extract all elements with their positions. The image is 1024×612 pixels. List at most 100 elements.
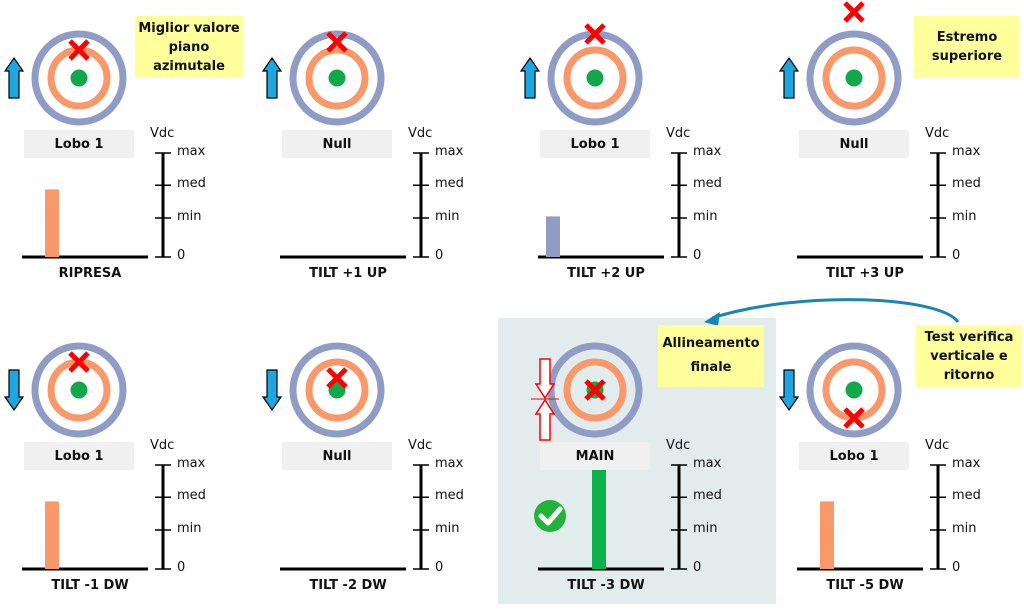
signal-bar <box>592 468 606 569</box>
axis-tick-label: max <box>177 144 206 159</box>
converge-arrows-icon <box>531 358 559 441</box>
axis-tick-label: med <box>177 488 206 504</box>
axis-tick-label: 0 <box>952 248 961 263</box>
tilt-up-arrow-icon <box>3 56 25 99</box>
tilt-down-arrow-icon <box>778 369 800 412</box>
axis-tick-label: med <box>693 176 722 192</box>
marker-x-icon <box>843 407 865 429</box>
axis-tick-label: max <box>952 456 981 471</box>
note-final-alignment: Allineamento finale <box>658 325 764 387</box>
center-dot <box>70 381 88 399</box>
axis-tick-label: min <box>952 521 977 536</box>
axis-unit-label: Vdc <box>925 126 950 141</box>
axis-tick-label: min <box>693 521 718 536</box>
axis-tick-label: 0 <box>177 248 186 263</box>
signal-bar <box>546 216 560 257</box>
tilt-caption: TILT +2 UP <box>567 266 645 281</box>
axis-tick-label: max <box>435 456 464 471</box>
signal-bar <box>45 501 59 569</box>
axis-tick-label: med <box>952 176 981 192</box>
inner-ring <box>305 358 369 422</box>
center-dot <box>845 381 863 399</box>
panel-graphics <box>261 342 429 571</box>
panel-graphics <box>531 342 687 571</box>
axis-unit-label: Vdc <box>408 438 433 453</box>
axis-tick-label: max <box>693 456 722 471</box>
lobe-label: Lobo 1 <box>24 130 134 158</box>
tilt-caption: RIPRESA <box>58 266 122 281</box>
tilt-down-arrow-icon <box>3 369 25 412</box>
tilt-caption: TILT -2 DW <box>309 578 387 593</box>
tilt-caption: TILT -5 DW <box>826 578 904 593</box>
signal-bar <box>820 501 834 569</box>
tilt-caption: TILT +3 UP <box>826 266 904 281</box>
panel-graphics <box>3 30 171 259</box>
axis-tick-label: 0 <box>693 560 702 575</box>
lobe-label: MAIN <box>540 442 650 470</box>
lobe-label: Null <box>282 130 392 158</box>
lobe-label: Lobo 1 <box>540 130 650 158</box>
axis-tick-label: med <box>177 176 206 192</box>
panel-graphics <box>778 342 946 571</box>
outer-ring <box>806 30 902 126</box>
marker-x-icon <box>326 367 348 389</box>
axis-unit-label: Vdc <box>150 126 175 141</box>
return-connector-arrow <box>711 298 960 323</box>
center-dot <box>70 69 88 87</box>
axis-tick-label: 0 <box>177 560 186 575</box>
axis-tick-label: 0 <box>693 248 702 263</box>
outer-ring <box>289 342 385 438</box>
axis-tick-label: 0 <box>952 560 961 575</box>
note-best-azimuth: Miglior valore piano azimutale <box>135 16 243 78</box>
axis-tick-label: min <box>435 521 460 536</box>
axis-tick-label: 0 <box>435 248 444 263</box>
inner-ring <box>305 46 369 110</box>
note-vertical-test: Test verifica verticale e ritorno <box>916 325 1022 387</box>
signal-bar <box>45 189 59 257</box>
lobe-label: Lobo 1 <box>799 442 909 470</box>
axis-tick-label: med <box>435 488 464 504</box>
tilt-caption: TILT -1 DW <box>51 578 129 593</box>
panel-graphics <box>3 342 171 571</box>
outer-ring <box>31 30 127 126</box>
inner-ring <box>822 46 886 110</box>
marker-x-icon <box>68 351 90 373</box>
tilt-down-arrow-icon <box>261 369 283 412</box>
outer-ring <box>289 30 385 126</box>
center-dot <box>586 69 604 87</box>
axis-tick-label: min <box>952 209 977 224</box>
panel-graphics <box>778 1 946 259</box>
outer-ring <box>806 342 902 438</box>
outer-ring <box>31 342 127 438</box>
axis-tick-label: med <box>435 176 464 192</box>
axis-unit-label: Vdc <box>925 438 950 453</box>
tilt-up-arrow-icon <box>519 56 541 99</box>
axis-tick-label: 0 <box>435 560 444 575</box>
return-connector-arrowhead <box>704 312 720 326</box>
lobe-label: Lobo 1 <box>24 442 134 470</box>
axis-tick-label: med <box>693 488 722 504</box>
axis-unit-label: Vdc <box>408 126 433 141</box>
center-dot <box>845 69 863 87</box>
axis-unit-label: Vdc <box>666 126 691 141</box>
axis-tick-label: min <box>693 209 718 224</box>
axis-tick-label: min <box>177 521 202 536</box>
axis-unit-label: Vdc <box>150 438 175 453</box>
panel-graphics <box>519 23 687 259</box>
lobe-label: Null <box>282 442 392 470</box>
check-ok-icon <box>534 500 566 532</box>
axis-tick-label: med <box>952 488 981 504</box>
tilt-caption: TILT +1 UP <box>309 266 387 281</box>
marker-x-icon <box>68 39 90 61</box>
note-upper-extreme: Estremo superiore <box>914 16 1020 78</box>
panel-graphics <box>261 30 429 259</box>
